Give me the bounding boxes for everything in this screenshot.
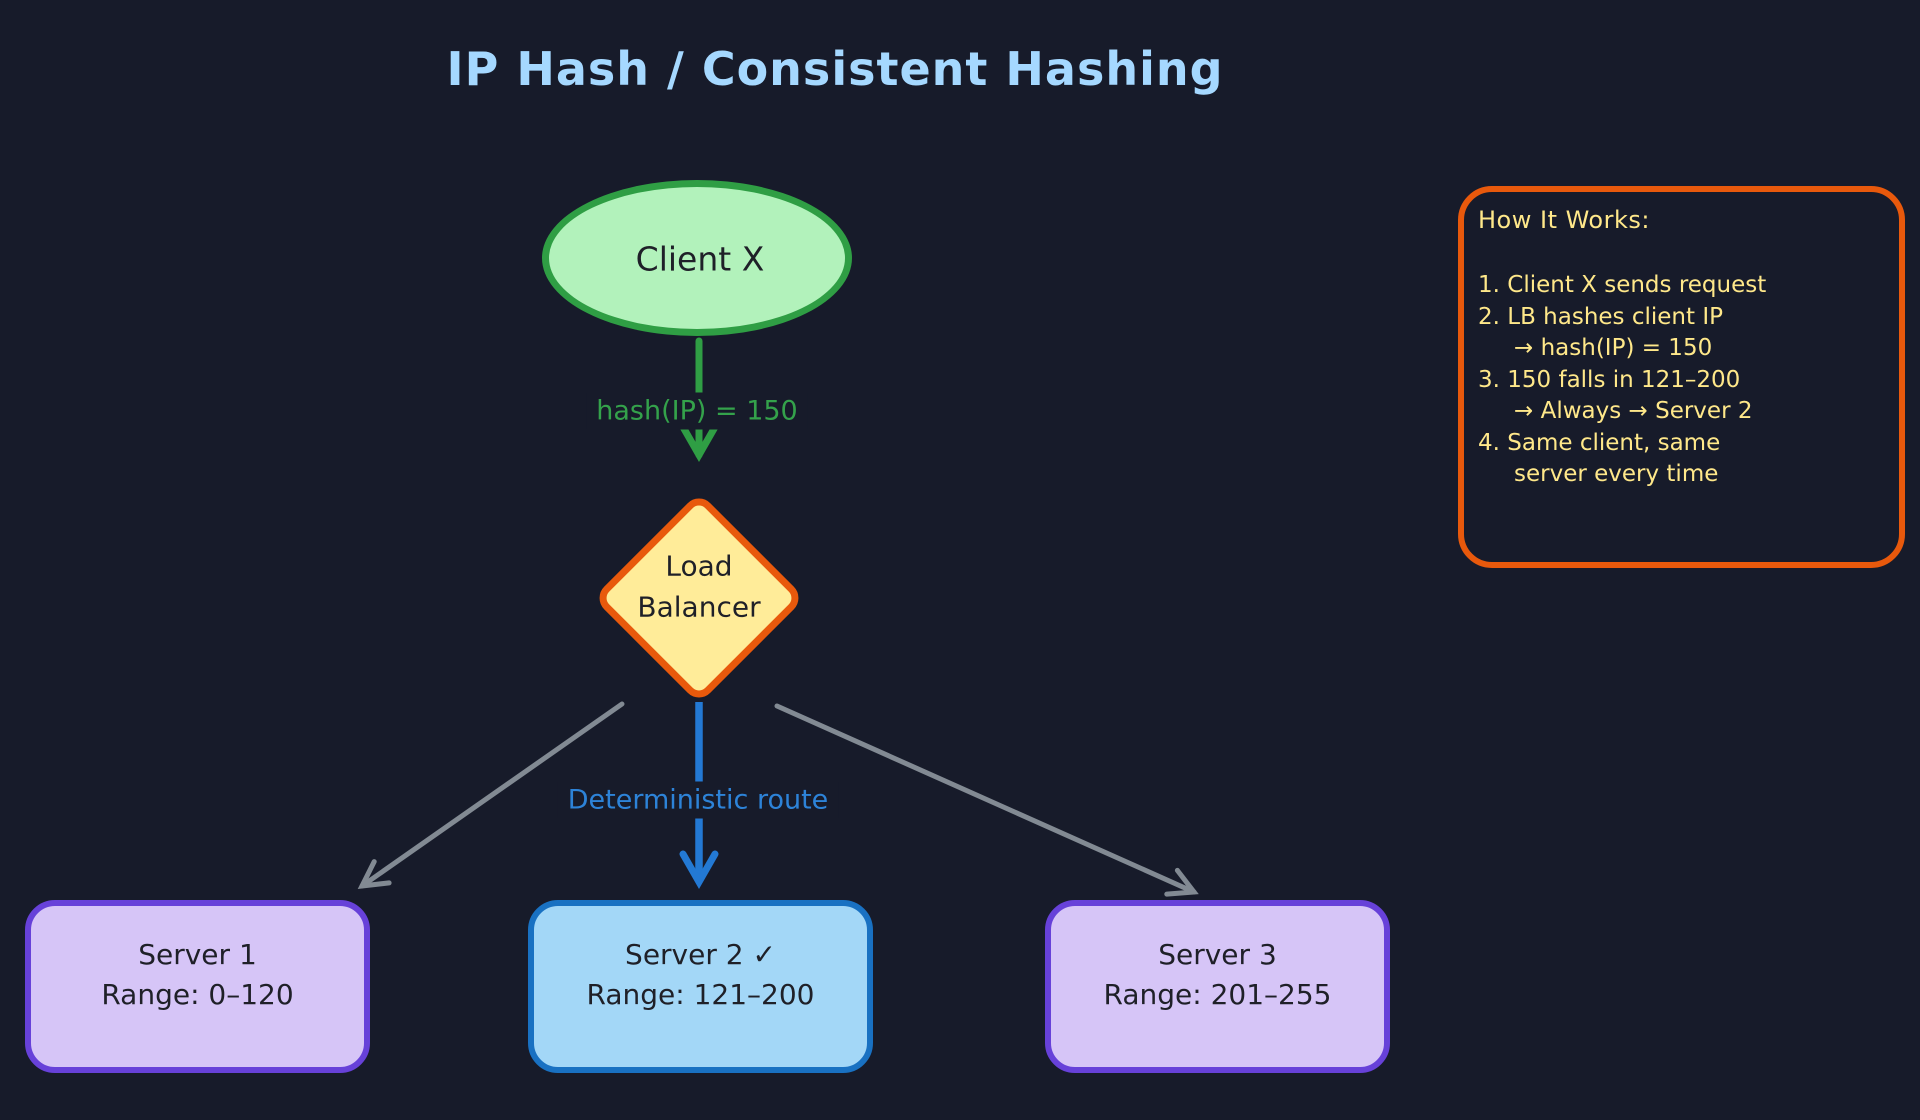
load-balancer-label-line1: Load (665, 549, 733, 583)
how-it-works-panel: How It Works: 1. Client X sends request … (1458, 186, 1905, 568)
server-1-name: Server 1 (138, 938, 257, 971)
page-title: IP Hash / Consistent Hashing (446, 42, 1224, 96)
route-edge-label: Deterministic route (557, 781, 839, 819)
panel-line: 3. 150 falls in 121–200 (1478, 366, 1741, 393)
panel-line: 4. Same client, same (1478, 429, 1721, 456)
server-3-name: Server 3 (1158, 938, 1277, 971)
load-balancer-label: Load Balancer (637, 546, 760, 627)
panel-line: server every time (1514, 461, 1719, 487)
panel-line: → Always → Server 2 (1514, 398, 1753, 424)
edge-lb-to-server3 (774, 703, 1199, 897)
server-1-range: Range: 0–120 (101, 978, 294, 1011)
server-3-node: Server 3 Range: 201–255 (1045, 900, 1390, 1073)
server-3-range: Range: 201–255 (1103, 978, 1332, 1011)
server-2-node: Server 2 ✓ Range: 121–200 (528, 900, 873, 1073)
server-2-range: Range: 121–200 (586, 978, 815, 1011)
panel-lines: 1. Client X sends request 2. LB hashes c… (1478, 270, 1881, 491)
panel-line: 1. Client X sends request (1478, 272, 1767, 298)
panel-line: → hash(IP) = 150 (1514, 335, 1713, 361)
panel-title: How It Works: (1478, 206, 1650, 234)
client-node-label: Client X (635, 239, 765, 279)
edge-lb-to-server1 (357, 701, 625, 890)
server-2-name: Server 2 ✓ (625, 938, 776, 971)
panel-line: 2. LB hashes client IP (1478, 303, 1723, 330)
hash-edge-label: hash(IP) = 150 (586, 392, 808, 430)
load-balancer-label-line2: Balancer (637, 590, 761, 623)
client-node (542, 180, 852, 336)
server-1-node: Server 1 Range: 0–120 (25, 900, 370, 1073)
